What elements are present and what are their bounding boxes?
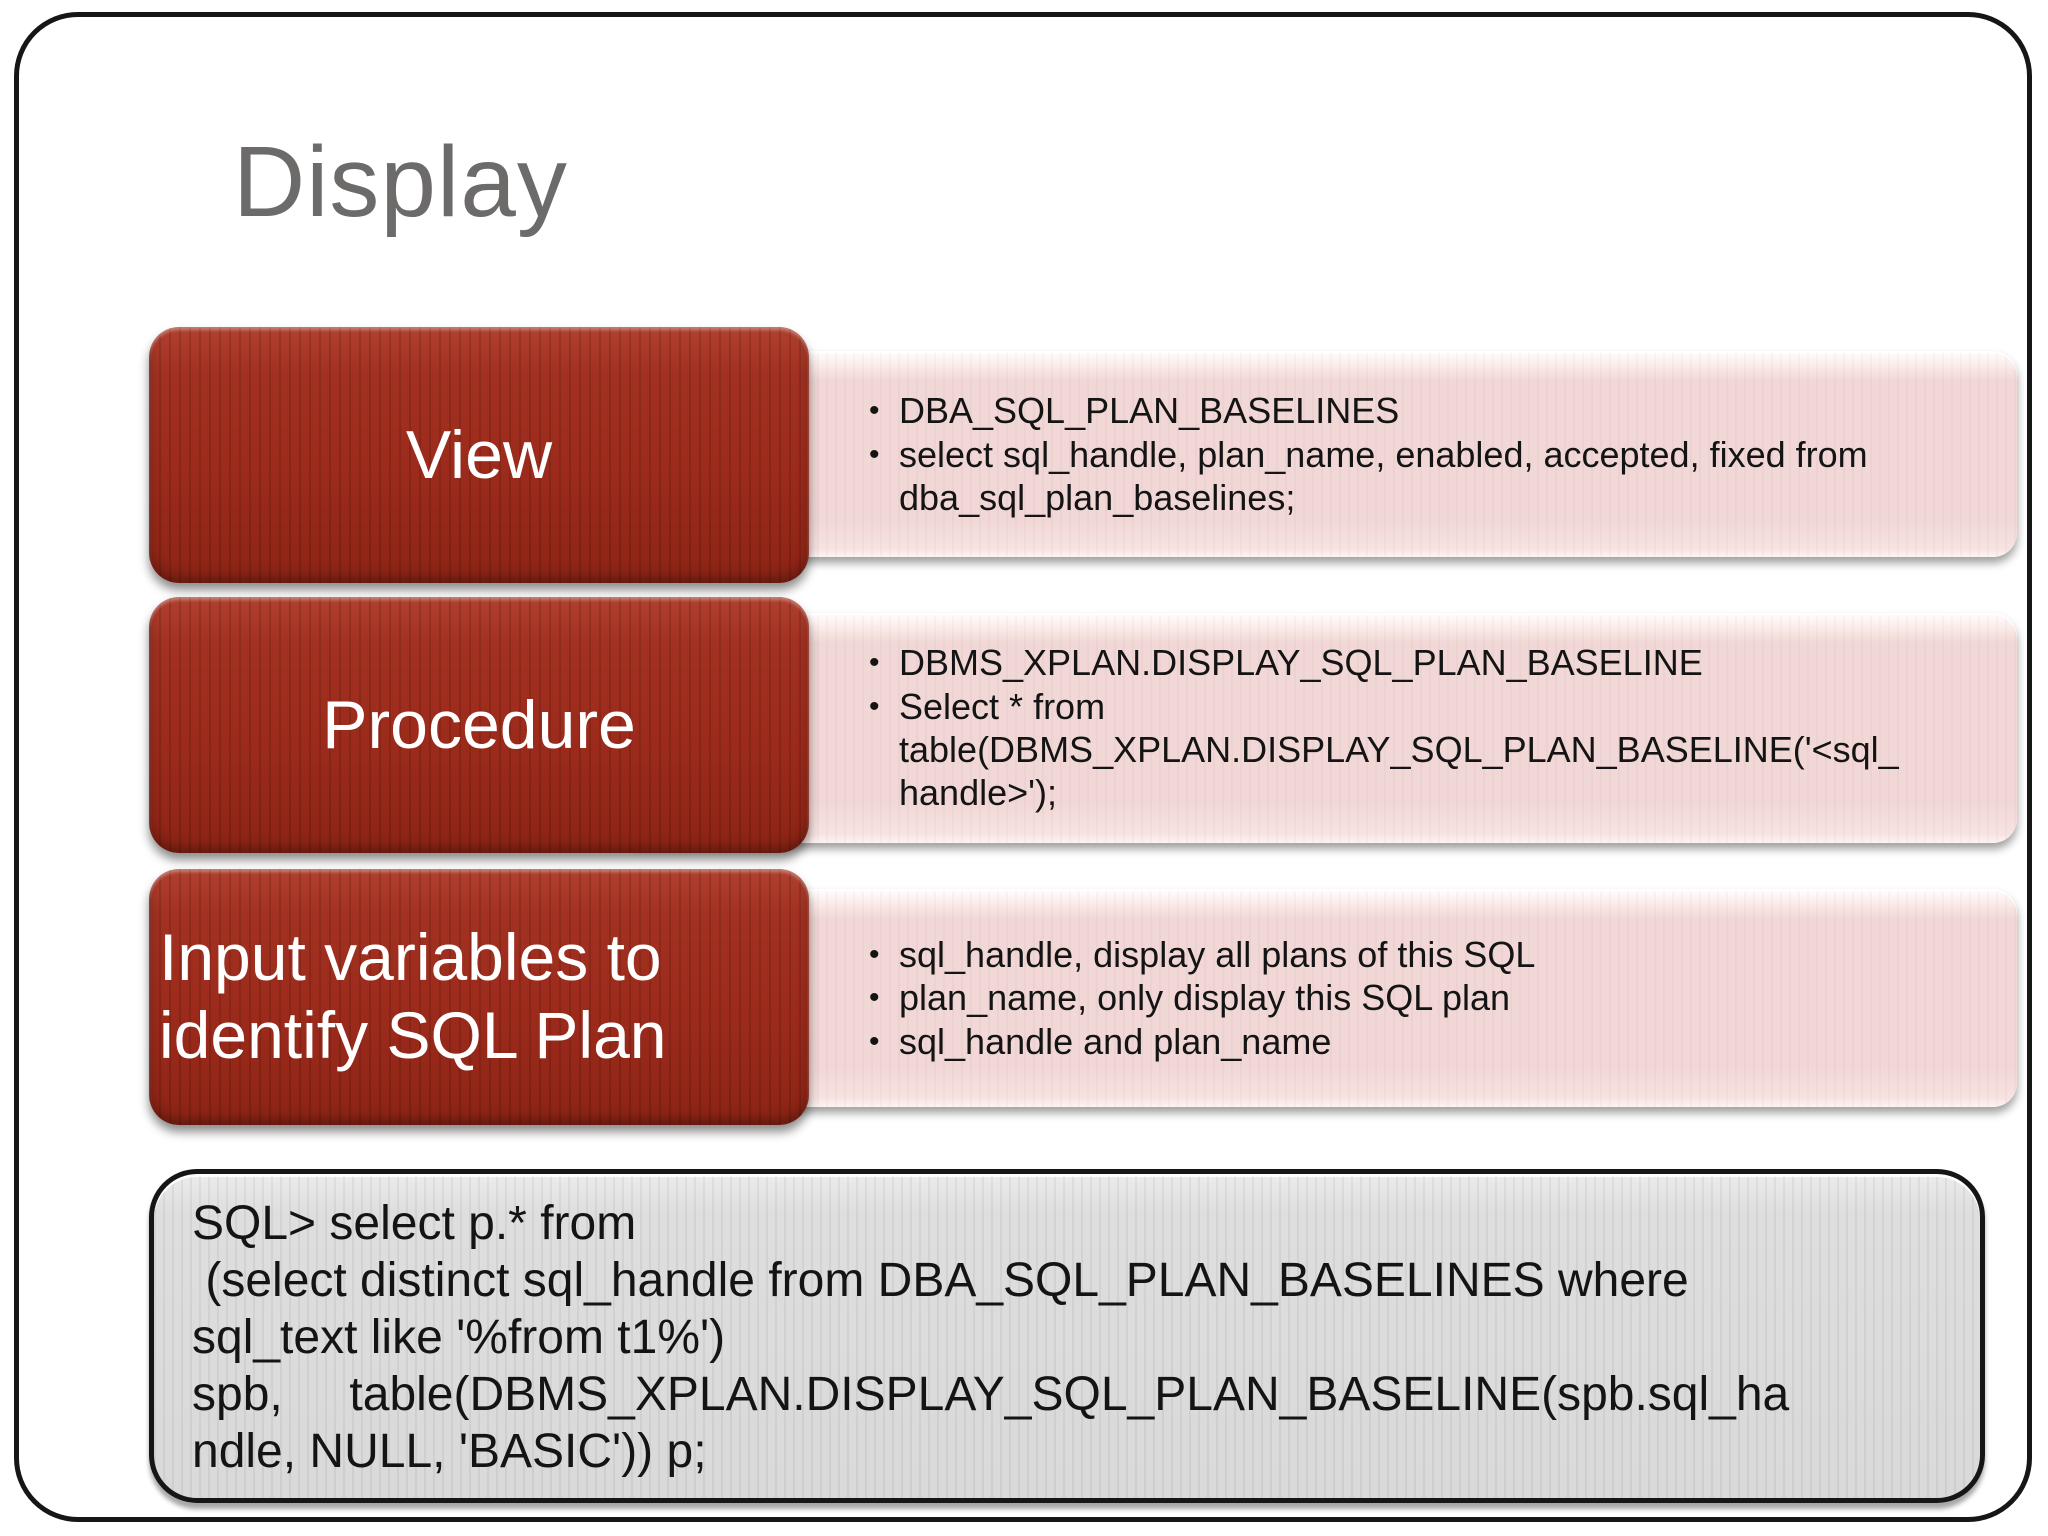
bullet-item: • DBA_SQL_PLAN_BASELINES [869, 389, 1902, 433]
bullet-text: Select * from table(DBMS_XPLAN.DISPLAY_S… [899, 685, 1899, 814]
bullet-text: select sql_handle, plan_name, enabled, a… [899, 433, 1868, 518]
bullet-text: sql_handle, display all plans of this SQ… [899, 933, 1536, 975]
category-label: View [405, 416, 553, 493]
bullet-item: • select sql_handle, plan_name, enabled,… [869, 433, 1902, 519]
bullet-list-input-variables: • sql_handle, display all plans of this … [869, 933, 1902, 1064]
slide-canvas: Display • DBA_SQL_PLAN_BASELINES • selec… [14, 12, 2032, 1522]
category-shape-input-variables: Input variables to identify SQL Plan [149, 869, 809, 1125]
detail-panel-procedure: • DBMS_XPLAN.DISPLAY_SQL_PLAN_BASELINE •… [619, 613, 2017, 843]
sql-code-box: SQL> select p.* from (select distinct sq… [149, 1169, 1985, 1503]
bullet-text: plan_name, only display this SQL plan [899, 977, 1511, 1019]
bullet-marker: • [869, 1024, 880, 1058]
category-label: Input variables to identify SQL Plan [159, 920, 667, 1072]
bullet-marker: • [869, 981, 880, 1015]
page-title: Display [233, 126, 568, 238]
bullet-item: • DBMS_XPLAN.DISPLAY_SQL_PLAN_BASELINE [869, 641, 1902, 685]
bullet-marker: • [869, 394, 880, 428]
bullet-text: DBMS_XPLAN.DISPLAY_SQL_PLAN_BASELINE [899, 642, 1703, 684]
bullet-item: • Select * from table(DBMS_XPLAN.DISPLAY… [869, 685, 1902, 815]
bullet-item: • plan_name, only display this SQL plan [869, 976, 1902, 1020]
bullet-marker: • [869, 937, 880, 971]
category-shape-view: View [149, 327, 809, 583]
bullet-list-view: • DBA_SQL_PLAN_BASELINES • select sql_ha… [869, 389, 1902, 519]
bullet-marker: • [869, 646, 880, 680]
bullet-item: • sql_handle, display all plans of this … [869, 933, 1902, 977]
category-shape-procedure: Procedure [149, 597, 809, 853]
bullet-marker: • [869, 689, 880, 723]
sql-code-text: SQL> select p.* from (select distinct sq… [192, 1197, 1790, 1478]
bullet-list-procedure: • DBMS_XPLAN.DISPLAY_SQL_PLAN_BASELINE •… [869, 641, 1902, 814]
bullet-text: sql_handle and plan_name [899, 1020, 1332, 1062]
bullet-marker: • [869, 437, 880, 471]
detail-panel-input-variables: • sql_handle, display all plans of this … [619, 889, 2017, 1107]
category-label: Procedure [322, 686, 636, 763]
bullet-text: DBA_SQL_PLAN_BASELINES [899, 390, 1400, 432]
bullet-item: • sql_handle and plan_name [869, 1020, 1902, 1064]
detail-panel-view: • DBA_SQL_PLAN_BASELINES • select sql_ha… [619, 351, 2017, 557]
